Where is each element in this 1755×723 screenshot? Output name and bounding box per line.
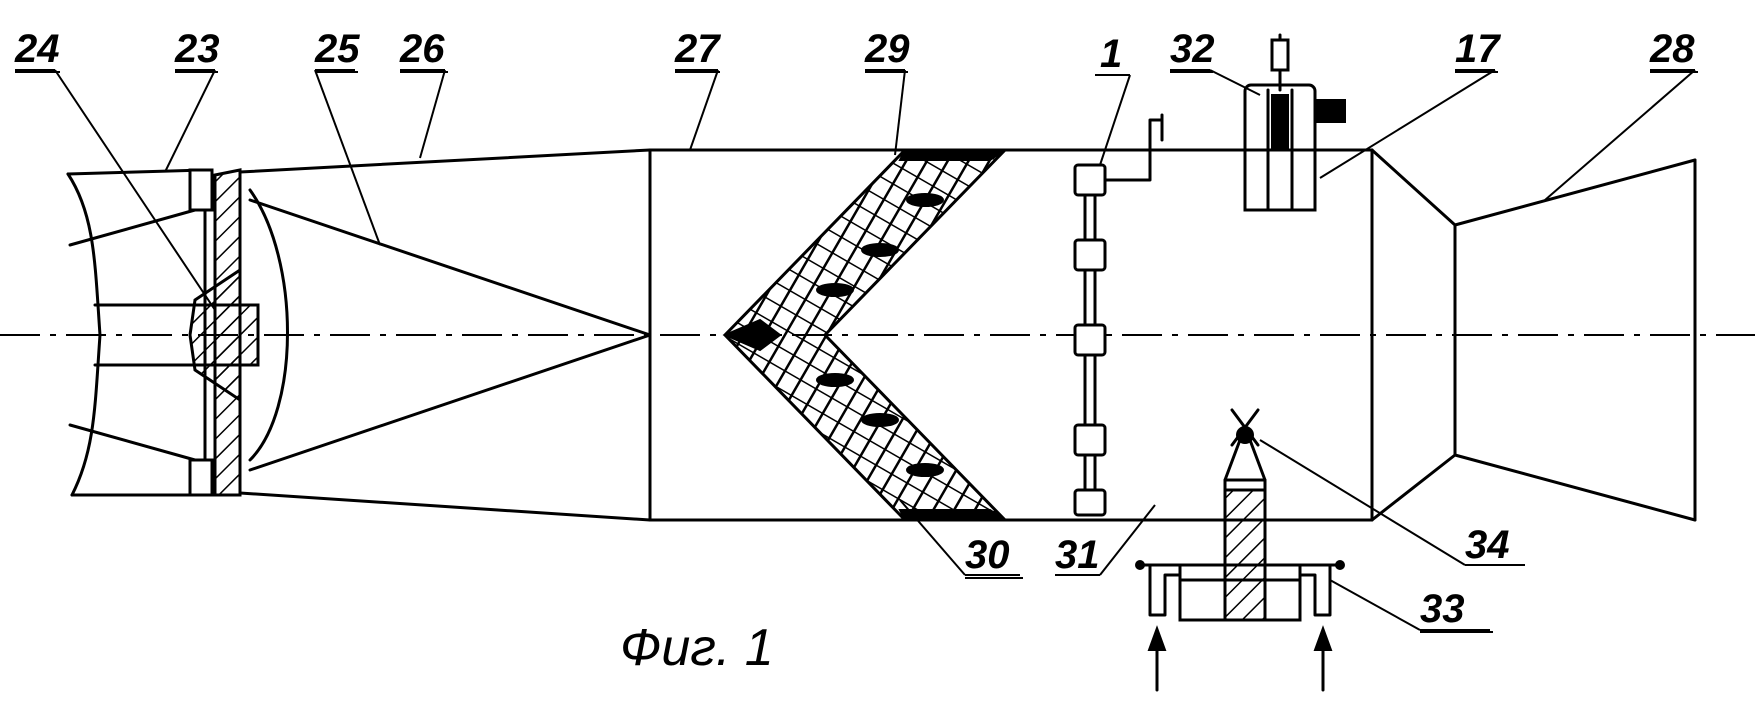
fuel-feed [1136,410,1344,690]
injector-rack [1075,115,1162,515]
inlet-cone [250,190,650,470]
leader-lines [15,70,1695,630]
label-27: 27 [674,27,721,71]
label-28: 28 [1649,27,1695,71]
label-30: 30 [965,533,1010,577]
label-1: 1 [1100,32,1122,76]
figure-caption: Фиг. 1 [620,619,774,677]
fan-disk [190,170,258,495]
label-26: 26 [399,27,445,71]
label-34: 34 [1465,523,1510,567]
label-29: 29 [864,27,910,71]
label-24: 24 [14,27,60,71]
label-25: 25 [314,27,360,71]
label-31: 31 [1055,533,1100,577]
label-17: 17 [1455,27,1501,71]
label-underlines [15,72,1698,632]
label-23: 23 [174,27,220,71]
label-33: 33 [1420,587,1465,631]
label-32: 32 [1170,27,1215,71]
igniter-assembly [1245,35,1345,210]
